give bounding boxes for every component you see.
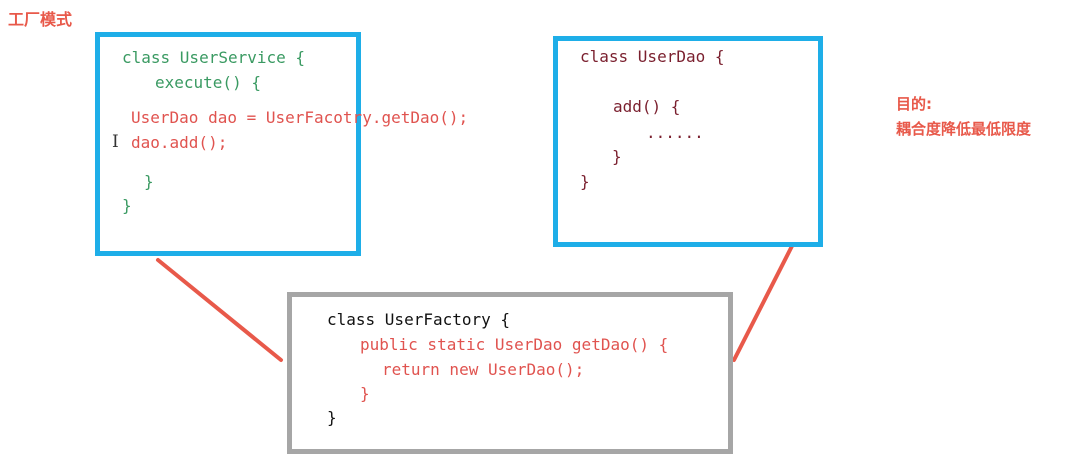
user-dao-body-line: ......	[646, 123, 704, 142]
connector-service-factory	[156, 258, 283, 362]
user-dao-class-close: }	[580, 172, 590, 191]
user-service-class-line: class UserService {	[122, 48, 306, 67]
goal-heading: 目的:	[896, 95, 932, 113]
user-service-method-line: execute() {	[155, 73, 261, 92]
user-service-box	[95, 32, 361, 256]
user-factory-box	[287, 292, 733, 454]
goal-text: 耦合度降低最低限度	[896, 120, 1032, 138]
user-factory-class-close: }	[327, 408, 337, 427]
text-cursor-icon: I	[112, 132, 119, 152]
connector-dao-factory	[732, 244, 794, 362]
user-service-class-close: }	[122, 196, 132, 215]
user-dao-box	[553, 36, 823, 247]
user-dao-method-line: add() {	[613, 97, 681, 116]
user-service-add-line: dao.add();	[131, 133, 228, 152]
user-factory-method-line: public static UserDao getDao() {	[360, 335, 669, 354]
user-service-dao-line: UserDao dao = UserFacotry.getDao();	[131, 108, 469, 127]
user-dao-class-line: class UserDao {	[580, 47, 725, 66]
user-factory-method-close: }	[360, 384, 370, 403]
user-factory-return-line: return new UserDao();	[382, 360, 585, 379]
user-factory-class-line: class UserFactory {	[327, 310, 511, 329]
diagram-title: 工厂模式	[8, 10, 73, 29]
user-dao-method-close: }	[612, 147, 622, 166]
user-service-method-close: }	[144, 172, 154, 191]
